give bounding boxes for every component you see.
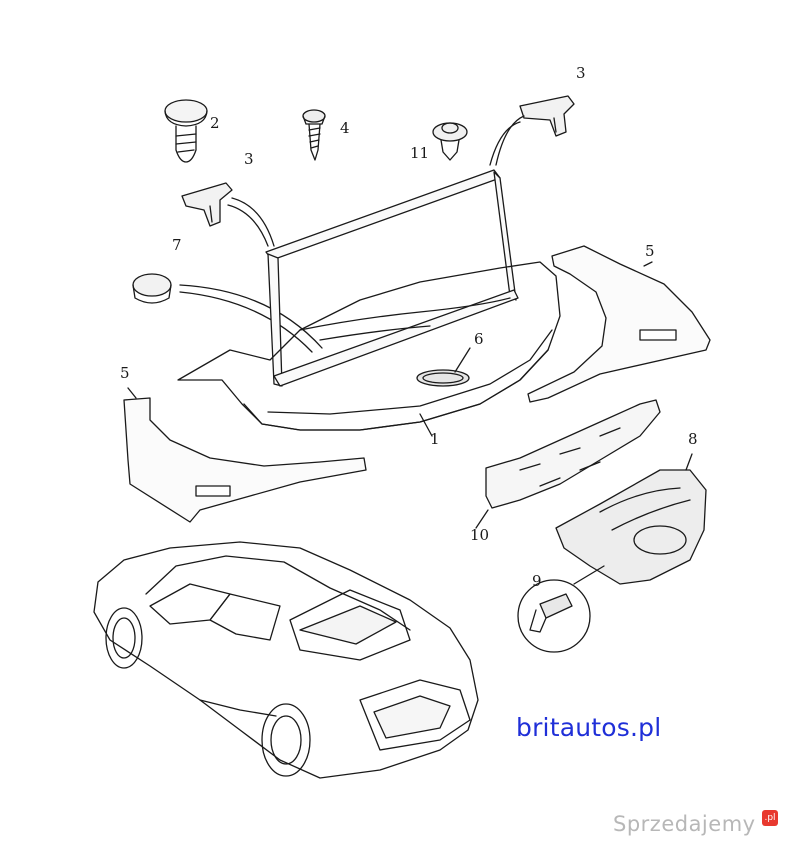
callout-part-1: 1 bbox=[430, 430, 440, 448]
part-1-parcel-shelf bbox=[177, 169, 561, 437]
callout-part-7: 7 bbox=[172, 236, 182, 254]
part-5-left-trim bbox=[123, 387, 367, 523]
callout-part-5-left: 5 bbox=[120, 364, 130, 382]
callout-part-2: 2 bbox=[210, 114, 220, 132]
part-8-wheel-cover bbox=[555, 453, 707, 585]
part-5-right-trim bbox=[527, 245, 711, 403]
part-7-clip bbox=[132, 273, 323, 353]
watermark-text: Sprzedajemy bbox=[613, 812, 756, 836]
part-4-screw bbox=[302, 109, 326, 161]
part-2-push-rivet bbox=[164, 99, 208, 163]
callout-part-6: 6 bbox=[474, 330, 484, 348]
callout-part-4: 4 bbox=[340, 119, 350, 137]
callout-part-3-right: 3 bbox=[576, 64, 586, 82]
part-9-detail-circle bbox=[517, 565, 605, 653]
callout-part-11: 11 bbox=[410, 144, 430, 162]
part-10-bracket-plate bbox=[475, 399, 661, 529]
part-3-left-bracket bbox=[181, 182, 275, 247]
brand-link[interactable]: britautos.pl bbox=[516, 713, 662, 742]
car-outline bbox=[93, 541, 479, 779]
part-3-right-bracket bbox=[489, 95, 575, 166]
callout-part-9: 9 bbox=[532, 572, 542, 590]
watermark-badge: .pl bbox=[762, 810, 778, 826]
part-11-clip bbox=[432, 122, 468, 161]
callout-part-10: 10 bbox=[470, 526, 490, 544]
callout-part-3-left: 3 bbox=[244, 150, 254, 168]
callout-part-8: 8 bbox=[688, 430, 698, 448]
callout-part-5-right: 5 bbox=[645, 242, 655, 260]
